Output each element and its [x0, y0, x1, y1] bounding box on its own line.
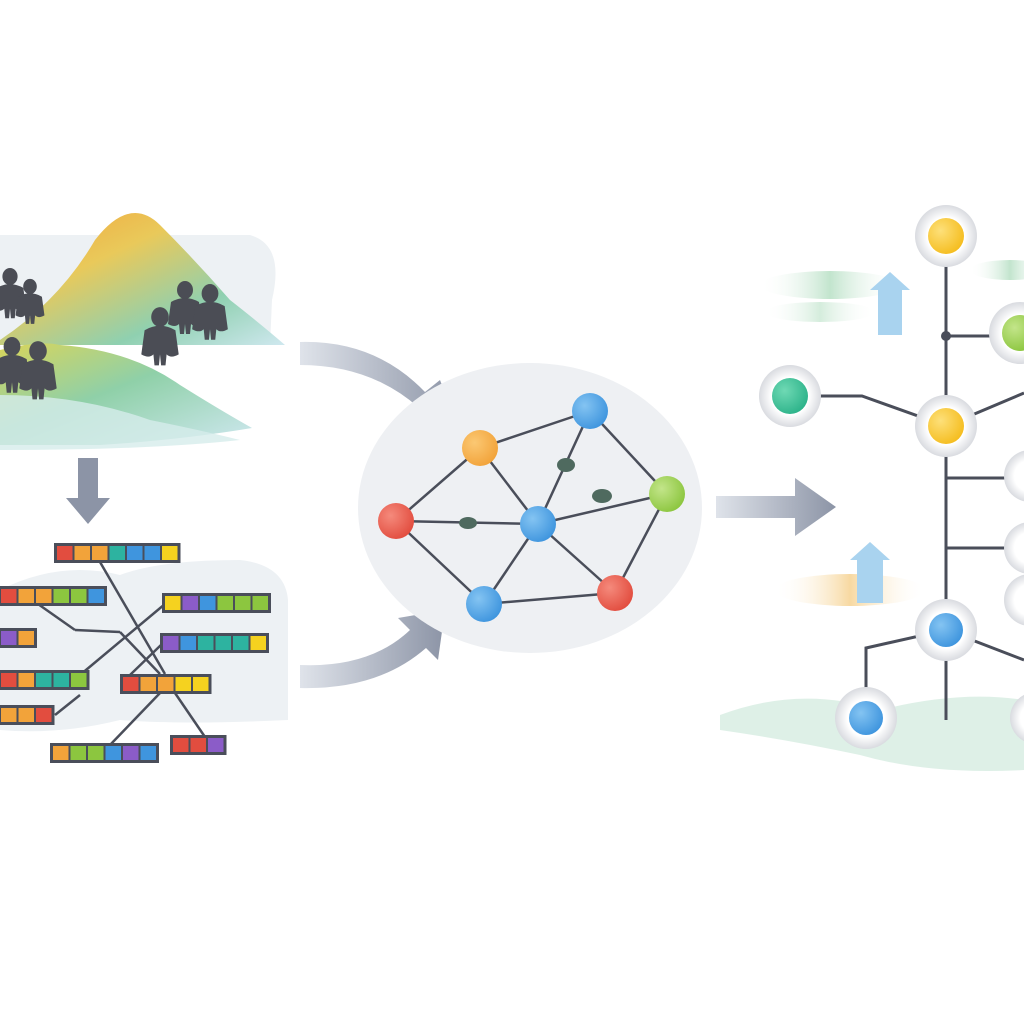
tree-node [1002, 315, 1024, 351]
network-minor-nodes [459, 458, 612, 529]
sequence-cell [71, 589, 87, 603]
sequence-cell [1, 673, 17, 687]
sequence-links [37, 561, 207, 746]
tree-node [928, 408, 964, 444]
sequence-cell [165, 596, 181, 610]
tree-stage [720, 205, 1024, 771]
sequence-cell [200, 596, 216, 610]
sequence-cell [140, 677, 156, 691]
sequence-cell [105, 746, 121, 760]
sequence-block [162, 593, 271, 613]
sequence-cell [190, 738, 206, 752]
sequence-cell [123, 746, 139, 760]
sequence-cell [88, 746, 104, 760]
sequence-cell [198, 636, 214, 650]
sequence-block [0, 628, 37, 648]
sequence-cell [18, 631, 34, 645]
minor-node [459, 517, 477, 529]
tree-node [772, 378, 808, 414]
sequence-cell [71, 673, 87, 687]
sequence-cell [1, 589, 17, 603]
sequence-cell [235, 596, 251, 610]
network-node [649, 476, 685, 512]
sequence-cell [127, 546, 143, 560]
sequence-block [50, 743, 159, 763]
network-node [520, 506, 556, 542]
network-node [466, 586, 502, 622]
sequence-cell [217, 596, 233, 610]
network-node [597, 575, 633, 611]
node-halo [1004, 574, 1024, 626]
network-nodes [378, 393, 685, 622]
tree-node [928, 218, 964, 254]
sequence-cell [180, 636, 196, 650]
up-arrow-icon [870, 272, 910, 335]
sequence-cell [158, 677, 174, 691]
sequence-cell [215, 636, 231, 650]
sequence-cell [162, 546, 178, 560]
sequence-cell [123, 677, 139, 691]
sequence-cell [36, 673, 52, 687]
up-arrow-icon [850, 542, 890, 603]
node-halo [1004, 522, 1024, 574]
sequence-stage [0, 543, 288, 763]
sequence-blocks [0, 543, 271, 763]
sequence-cell [92, 546, 108, 560]
tree-node [929, 613, 963, 647]
sequence-cell [173, 738, 189, 752]
node-halo [1010, 694, 1024, 742]
tree-junction [941, 331, 951, 341]
sequence-cell [70, 746, 86, 760]
network-stage [358, 363, 702, 653]
right-arrow-icon [716, 478, 836, 536]
sequence-cell [36, 708, 52, 722]
sequence-block [54, 543, 181, 563]
sequence-cell [53, 589, 69, 603]
sequence-block [0, 705, 55, 725]
sequence-cell [1, 708, 17, 722]
sequence-block [120, 674, 212, 694]
minor-node [592, 489, 612, 503]
hill-shadow [0, 395, 240, 450]
down-arrow-icon [66, 458, 110, 524]
sequence-cell [140, 746, 156, 760]
sequence-cell [252, 596, 268, 610]
sequence-cell [193, 677, 209, 691]
tree-nodes [759, 205, 1024, 749]
curved-arrow-icon [300, 610, 445, 689]
sequence-cell [53, 673, 69, 687]
sequence-cell [144, 546, 160, 560]
sequence-cell [109, 546, 125, 560]
sequence-block [160, 633, 269, 653]
sequence-cell [163, 636, 179, 650]
sequence-block [0, 670, 90, 690]
sequence-cell [53, 746, 69, 760]
sequence-cell [74, 546, 90, 560]
sequence-cell [208, 738, 224, 752]
sequence-block [170, 735, 227, 755]
tree-node [849, 701, 883, 735]
network-node [462, 430, 498, 466]
minor-node [557, 458, 575, 472]
sequence-cell [233, 636, 249, 650]
sequence-block [0, 586, 107, 606]
network-node [378, 503, 414, 539]
sequence-cell [182, 596, 198, 610]
sequence-cell [250, 636, 266, 650]
sequence-cell [18, 673, 34, 687]
network-node [572, 393, 608, 429]
landscape-stage [0, 213, 285, 450]
sequence-cell [36, 589, 52, 603]
sequence-cell [1, 631, 17, 645]
sequence-cell [18, 708, 34, 722]
node-halo [1004, 450, 1024, 502]
sequence-cell [18, 589, 34, 603]
sequence-cell [175, 677, 191, 691]
sequence-cell [88, 589, 104, 603]
sequence-cell [57, 546, 73, 560]
